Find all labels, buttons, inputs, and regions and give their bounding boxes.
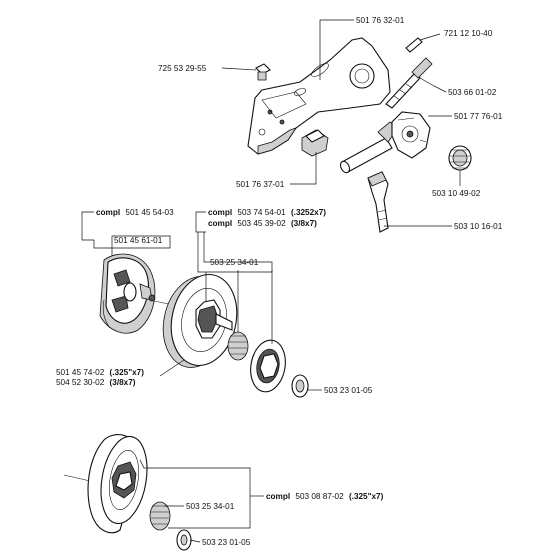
label-drum-compl-1: compl 503 74 54-01 (.3252x7) [208, 208, 326, 217]
label-bar-stud: 501 76 37-01 [236, 180, 285, 189]
oil-pump-part [339, 111, 431, 174]
label-drum-compl-3-number: 503 08 87-02 [295, 492, 344, 501]
worm-gear-part [448, 145, 472, 171]
bar-plate-part [247, 37, 391, 155]
leader-lines [81, 19, 461, 543]
label-oil-pump: 501 77 76-01 [454, 112, 503, 121]
label-clutch-compl-word: compl [96, 208, 120, 217]
washer-part-2 [176, 529, 192, 551]
clutch-drum-part [162, 273, 238, 368]
label-clutch-compl-number: 501 45 54-03 [125, 208, 174, 217]
sprocket-rim-part [250, 339, 286, 393]
label-drum-2-number: 504 52 30-02 [56, 378, 105, 387]
label-worm-gear: 503 10 49-02 [432, 189, 481, 198]
clutch-part [99, 253, 156, 334]
label-oil-pipe: 503 10 16-01 [454, 222, 503, 231]
label-washer-1: 503 23 01-05 [324, 386, 373, 395]
label-drum-compl-2-spec: (3/8x7) [291, 219, 317, 228]
label-adjust-screw: 503 66 01-02 [448, 88, 497, 97]
label-drum-compl-2-number: 503 45 39-02 [237, 219, 286, 228]
label-drum-1-spec: (.325"x7) [110, 368, 145, 377]
label-drum-compl-1-number: 503 74 54-01 [237, 208, 286, 217]
washer-part [291, 374, 309, 398]
label-pin: 721 12 10-40 [444, 29, 493, 38]
label-drum-compl-1-word: compl [208, 208, 232, 217]
label-drum-compl-2-word: compl [208, 219, 232, 228]
label-needle-bearing-1: 503 25 34-01 [210, 258, 259, 267]
label-drum-compl-1-spec: (.3252x7) [291, 208, 326, 217]
adjust-screw-part [385, 57, 433, 109]
label-drum-2: 504 52 30-02 (3/8x7) [56, 378, 136, 387]
label-drum-compl-3: compl 503 08 87-02 (.325"x7) [266, 492, 384, 501]
label-drum-compl-3-spec: (.325"x7) [349, 492, 384, 501]
label-drum-1-number: 501 45 74-02 [56, 368, 105, 377]
needle-bearing-part [227, 331, 249, 361]
screw-part [255, 63, 271, 81]
label-screw: 725 53 29-55 [158, 64, 207, 73]
label-drum-2-spec: (3/8x7) [110, 378, 136, 387]
label-drum-compl-3-word: compl [266, 492, 290, 501]
label-clutch-compl: compl 501 45 54-03 [96, 208, 174, 217]
label-clutch-shoe: 501 45 61-01 [114, 236, 163, 245]
bar-stud-part [301, 129, 329, 157]
label-needle-bearing-2: 503 25 34-01 [186, 502, 235, 511]
label-drum-1: 501 45 74-02 (.325"x7) [56, 368, 144, 377]
oil-pipe-part [367, 171, 389, 233]
rim-drum-part [87, 434, 148, 534]
label-washer-2: 503 23 01-05 [202, 538, 251, 547]
needle-bearing-part-2 [149, 501, 171, 531]
pin-part [405, 37, 423, 53]
label-bar-plate: 501 76 32-01 [356, 16, 405, 25]
label-drum-compl-2: compl 503 45 39-02 (3/8x7) [208, 219, 317, 228]
